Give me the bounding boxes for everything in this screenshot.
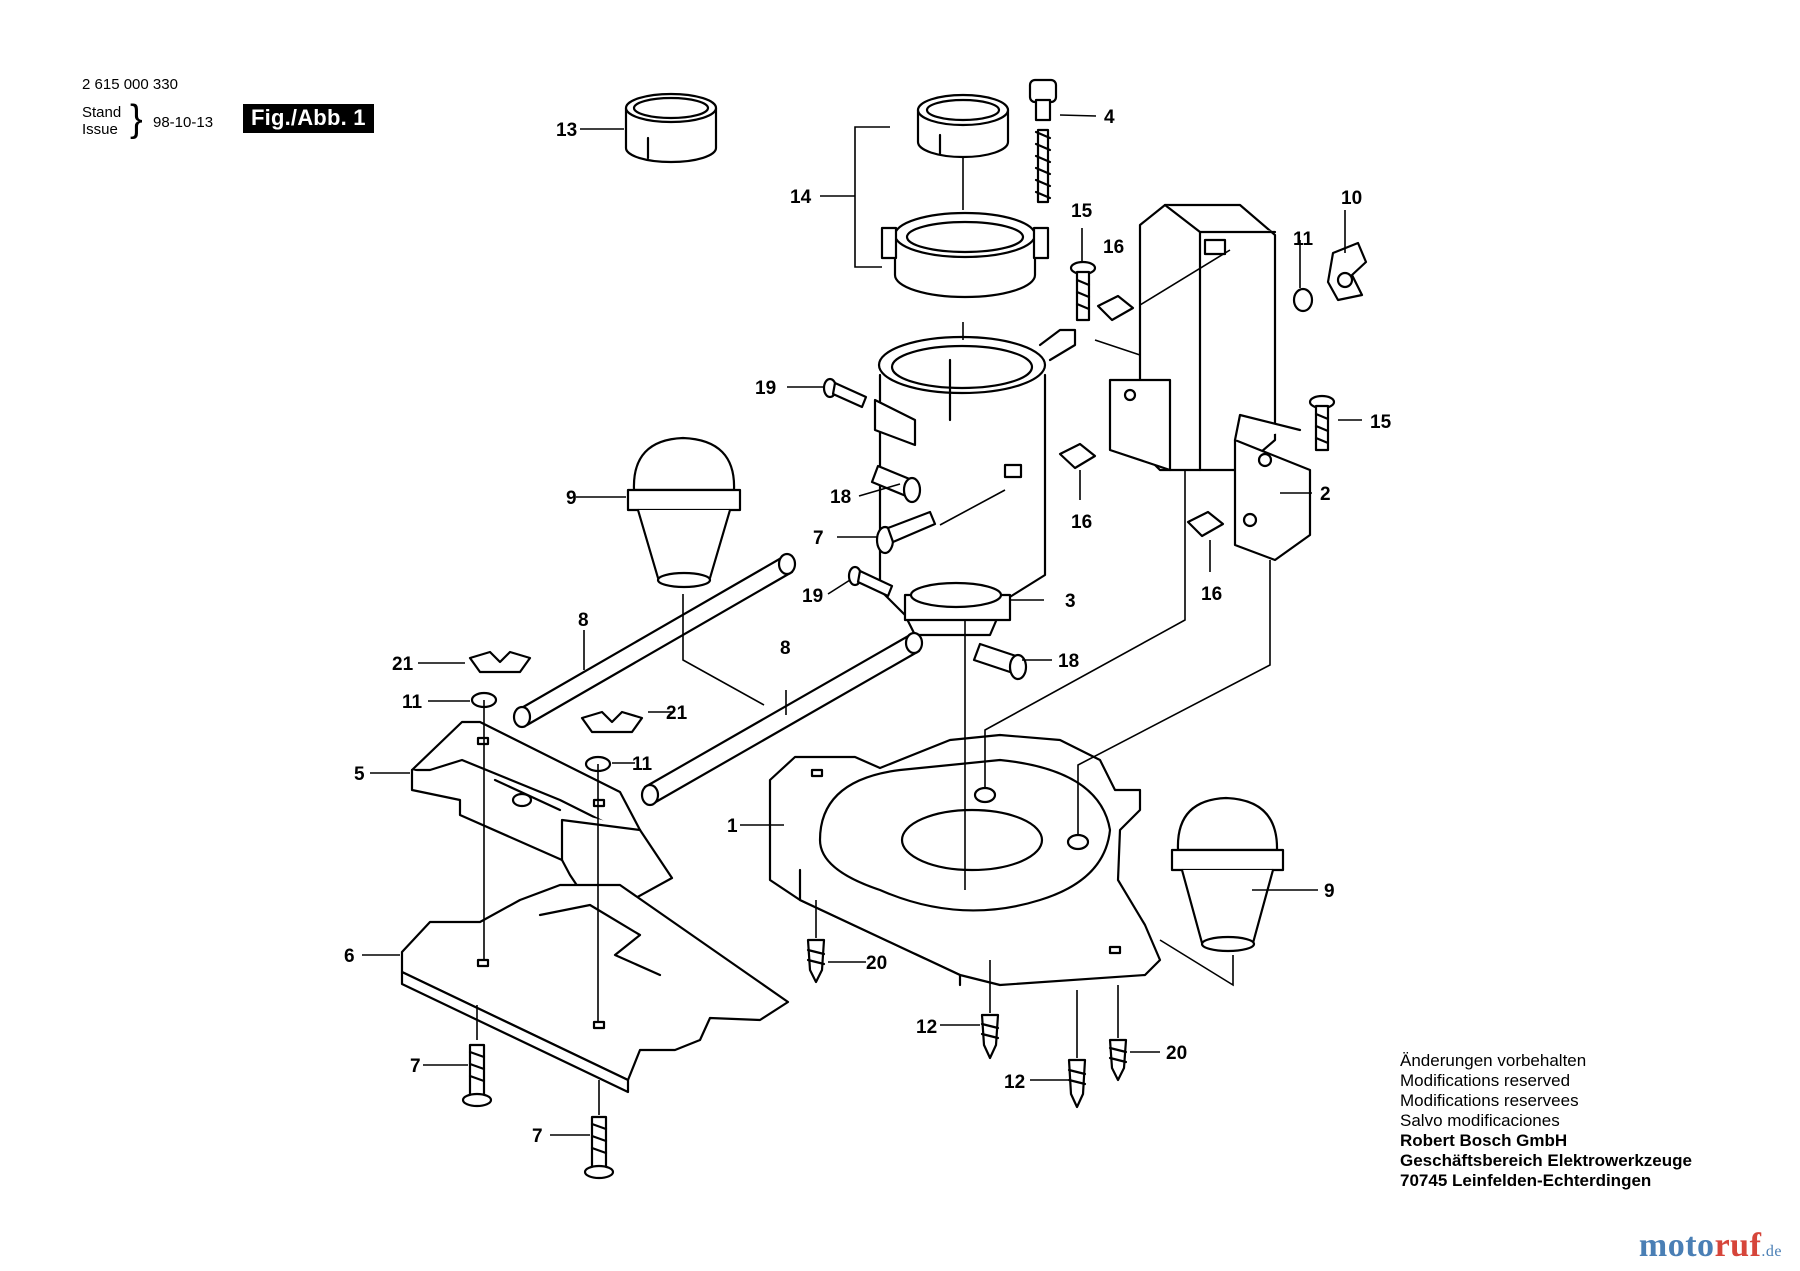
part-18-pin-lower	[972, 642, 1028, 681]
callout-9a: 9	[566, 488, 577, 509]
stand-label: Stand	[82, 104, 122, 121]
watermark-part2: ruf	[1714, 1227, 1762, 1264]
callout-7a: 7	[813, 528, 824, 549]
note-line: Modifications reservees	[1400, 1091, 1579, 1110]
company-address: 70745 Leinfelden-Echterdingen	[1400, 1171, 1652, 1190]
part-8-rod-upper	[512, 552, 797, 729]
callout-11b: 11	[402, 692, 423, 713]
callout-11a: 11	[1293, 229, 1314, 250]
part-3-column-holder	[873, 328, 1077, 637]
part-12-screw-right	[1067, 1058, 1087, 1109]
callout-6: 6	[344, 946, 355, 967]
part-7-screw-lower-left	[461, 1043, 493, 1108]
note-line: Änderungen vorbehalten	[1400, 1051, 1587, 1070]
callout-16a: 16	[1103, 237, 1124, 258]
note-line: Modifications reserved	[1400, 1071, 1571, 1090]
part-18-pin-upper	[870, 464, 922, 504]
callout-21b: 21	[666, 703, 688, 724]
part-16-nuts	[1058, 294, 1225, 538]
part-19-screw-lower	[847, 565, 894, 598]
part-4-knob-screw	[1028, 78, 1058, 204]
callout-7b: 7	[410, 1056, 421, 1077]
issue-date: 98-10-13	[153, 114, 214, 131]
callout-labels: 13 4 14 15 16 11 10 19 15 9 18 2 16 7 16…	[344, 107, 1392, 1147]
legal-notes: Änderungen vorbehalten Modifications res…	[1400, 1051, 1692, 1191]
figure-label: Fig./Abb. 1	[243, 104, 374, 133]
company-name: Robert Bosch GmbH	[1400, 1131, 1568, 1150]
part-20-screw-left	[806, 938, 826, 984]
part-9-knob-right	[1170, 796, 1285, 953]
callout-8a: 8	[578, 610, 589, 631]
part-14-ring-upper	[916, 93, 1010, 159]
brace-glyph: }	[130, 98, 143, 140]
part-12-screw-left	[980, 1013, 1000, 1060]
stand-issue-labels: Stand Issue	[82, 104, 121, 138]
division-name: Geschäftsbereich Elektrowerkzeuge	[1400, 1151, 1692, 1170]
watermark-tld: .de	[1761, 1243, 1782, 1260]
callout-16b: 16	[1071, 512, 1092, 533]
part-13-sleeve	[624, 92, 718, 164]
leader-lines	[362, 114, 1362, 1136]
callout-4: 4	[1104, 107, 1115, 128]
part-15-screw-upper	[1069, 260, 1097, 322]
issue-label: Issue	[82, 121, 118, 138]
callout-21a: 21	[392, 654, 414, 675]
part-20-screw-right	[1108, 1038, 1128, 1082]
part-number: 2 615 000 330	[82, 76, 178, 93]
callout-3: 3	[1065, 591, 1076, 612]
callout-8b: 8	[780, 638, 791, 659]
part-19-screw-upper	[822, 377, 868, 409]
callout-16c: 16	[1201, 584, 1222, 605]
callout-18a: 18	[830, 487, 851, 508]
callout-13: 13	[556, 120, 577, 141]
watermark-logo: motoruf.de	[1639, 1227, 1782, 1265]
part-21-wingnut-mid	[580, 710, 644, 734]
part-14-collar	[880, 211, 1050, 299]
callout-12b: 12	[1004, 1072, 1025, 1093]
callout-1: 1	[727, 816, 738, 837]
callout-10: 10	[1341, 188, 1362, 209]
part-6-base-plate	[400, 883, 790, 1094]
callout-2: 2	[1320, 484, 1331, 505]
callout-14: 14	[790, 187, 812, 208]
part-7-bolt-upper	[875, 510, 937, 555]
callout-15a: 15	[1071, 201, 1093, 222]
part-8-rod-lower	[640, 631, 924, 807]
callout-19b: 19	[802, 586, 823, 607]
part-7-screw-bottom	[583, 1115, 615, 1180]
callout-20a: 20	[866, 953, 887, 974]
callout-20b: 20	[1166, 1043, 1187, 1064]
callout-9b: 9	[1324, 881, 1335, 902]
callout-18b: 18	[1058, 651, 1079, 672]
watermark-part1: moto	[1638, 1227, 1715, 1264]
part-5-clamp-block	[410, 720, 674, 902]
part-2-column-bracket	[1108, 203, 1312, 562]
callout-11c: 11	[632, 754, 653, 775]
note-line: Salvo modificaciones	[1400, 1111, 1560, 1130]
part-9-knob-left	[626, 436, 742, 589]
callout-7c: 7	[532, 1126, 543, 1147]
part-21-wingnut-left	[468, 650, 532, 674]
callout-15b: 15	[1370, 412, 1392, 433]
callout-12a: 12	[916, 1017, 937, 1038]
callout-5: 5	[354, 764, 365, 785]
part-10-wing-knob	[1326, 241, 1368, 302]
callout-19a: 19	[755, 378, 776, 399]
part-15-screw-right	[1308, 394, 1336, 452]
part-11-washer-right	[1292, 287, 1314, 313]
